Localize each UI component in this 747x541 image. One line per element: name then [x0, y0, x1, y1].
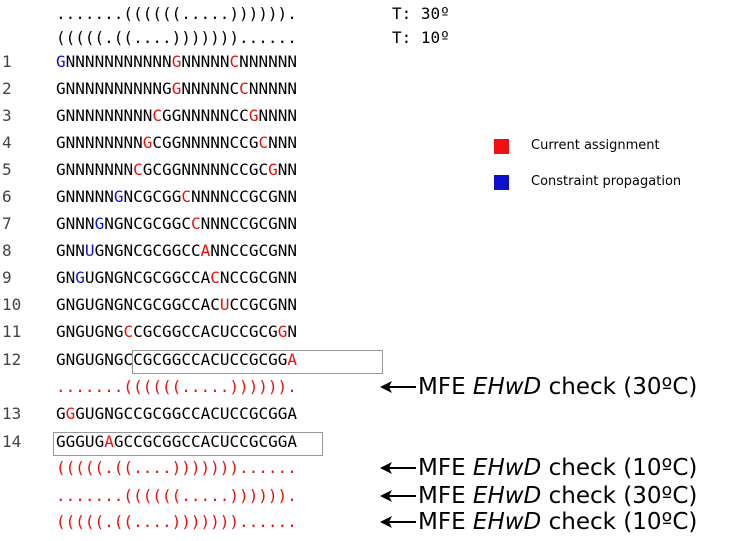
sequence-row-6: GNNNNNGNCGCGGCNNNNCCGCGNN	[56, 187, 298, 206]
mfe-structure-4: (((((.((....)))))))......	[56, 512, 297, 531]
mfe-structure-1: .......((((((.....)))))).	[56, 377, 297, 396]
sequence-row-11: GNGUGNGCCGCGGCCACUCCGCGGN	[56, 322, 298, 341]
header-temp-30: T: 30º	[392, 4, 450, 23]
legend-swatch-current-assignment	[494, 139, 509, 154]
sequence-row-14: GGGUGAGCCGCGGCCACUCCGCGGA	[56, 432, 298, 451]
mfe-label-4: MFE EHwD check (10ºC)	[418, 509, 698, 535]
row-number: 5	[2, 160, 12, 179]
mfe-label-2: MFE EHwD check (10ºC)	[418, 455, 698, 481]
row-number: 6	[2, 187, 12, 206]
arrow-left-icon	[380, 516, 416, 528]
mfe-structure-2: (((((.((....)))))))......	[56, 458, 297, 477]
sequence-row-5: GNNNNNNNCGCGGNNNNNCCGCGNN	[56, 160, 298, 179]
row-number: 8	[2, 241, 12, 260]
row-number: 1	[2, 52, 12, 71]
sequence-row-8: GNNUGNGNCGCGGCCANNCCGCGNN	[56, 241, 298, 260]
sequence-row-13: GGGUGNGCCGCGGCCACUCCGCGGA	[56, 404, 298, 423]
sequence-row-9: GNGUGNGNCGCGGCCACNCCGCGNN	[56, 268, 298, 287]
mfe-label-1: MFE EHwD check (30ºC)	[418, 374, 698, 400]
row-number: 2	[2, 79, 12, 98]
row-number: 7	[2, 214, 12, 233]
row-number: 10	[2, 295, 22, 314]
row-number: 4	[2, 133, 12, 152]
header-structure-30: .......((((((.....)))))).	[56, 4, 297, 23]
mfe-label-3: MFE EHwD check (30ºC)	[418, 483, 698, 509]
row12-selection-box	[132, 350, 383, 374]
legend-label-constraint-propagation: Constraint propagation	[531, 174, 682, 189]
legend-label-current-assignment: Current assignment	[531, 138, 660, 153]
arrow-left-icon	[380, 490, 416, 502]
arrow-left-icon	[380, 462, 416, 474]
sequence-row-3: GNNNNNNNNNCGGNNNNNCCGNNNN	[56, 106, 298, 125]
row-number: 3	[2, 106, 12, 125]
sequence-row-12: GNGUGNGCCGCGGCCACUCCGCGGA	[56, 350, 298, 369]
header-temp-10: T: 10º	[392, 28, 450, 47]
sequence-row-1: GNNNNNNNNNNNGNNNNNCNNNNNN	[56, 52, 298, 71]
row-number: 9	[2, 268, 12, 287]
row-number: 13	[2, 404, 22, 423]
legend-swatch-constraint-propagation	[494, 175, 509, 190]
sequence-row-7: GNNNGNGNCGCGGCCNNNCCGCGNN	[56, 214, 298, 233]
row-number: 11	[2, 322, 22, 341]
row-number: 14	[2, 432, 22, 451]
arrow-left-icon	[380, 381, 416, 393]
mfe-structure-3: .......((((((.....)))))).	[56, 486, 297, 505]
sequence-row-2: GNNNNNNNNNNGGNNNNNCCNNNNN	[56, 79, 298, 98]
header-structure-10: (((((.((....)))))))......	[56, 28, 297, 47]
row-number: 12	[2, 350, 22, 369]
row14-selection-box	[53, 432, 323, 456]
sequence-row-10: GNGUGNGNCGCGGCCACUCCGCGNN	[56, 295, 298, 314]
sequence-row-4: GNNNNNNNNGCGGNNNNNCCGCNNN	[56, 133, 298, 152]
